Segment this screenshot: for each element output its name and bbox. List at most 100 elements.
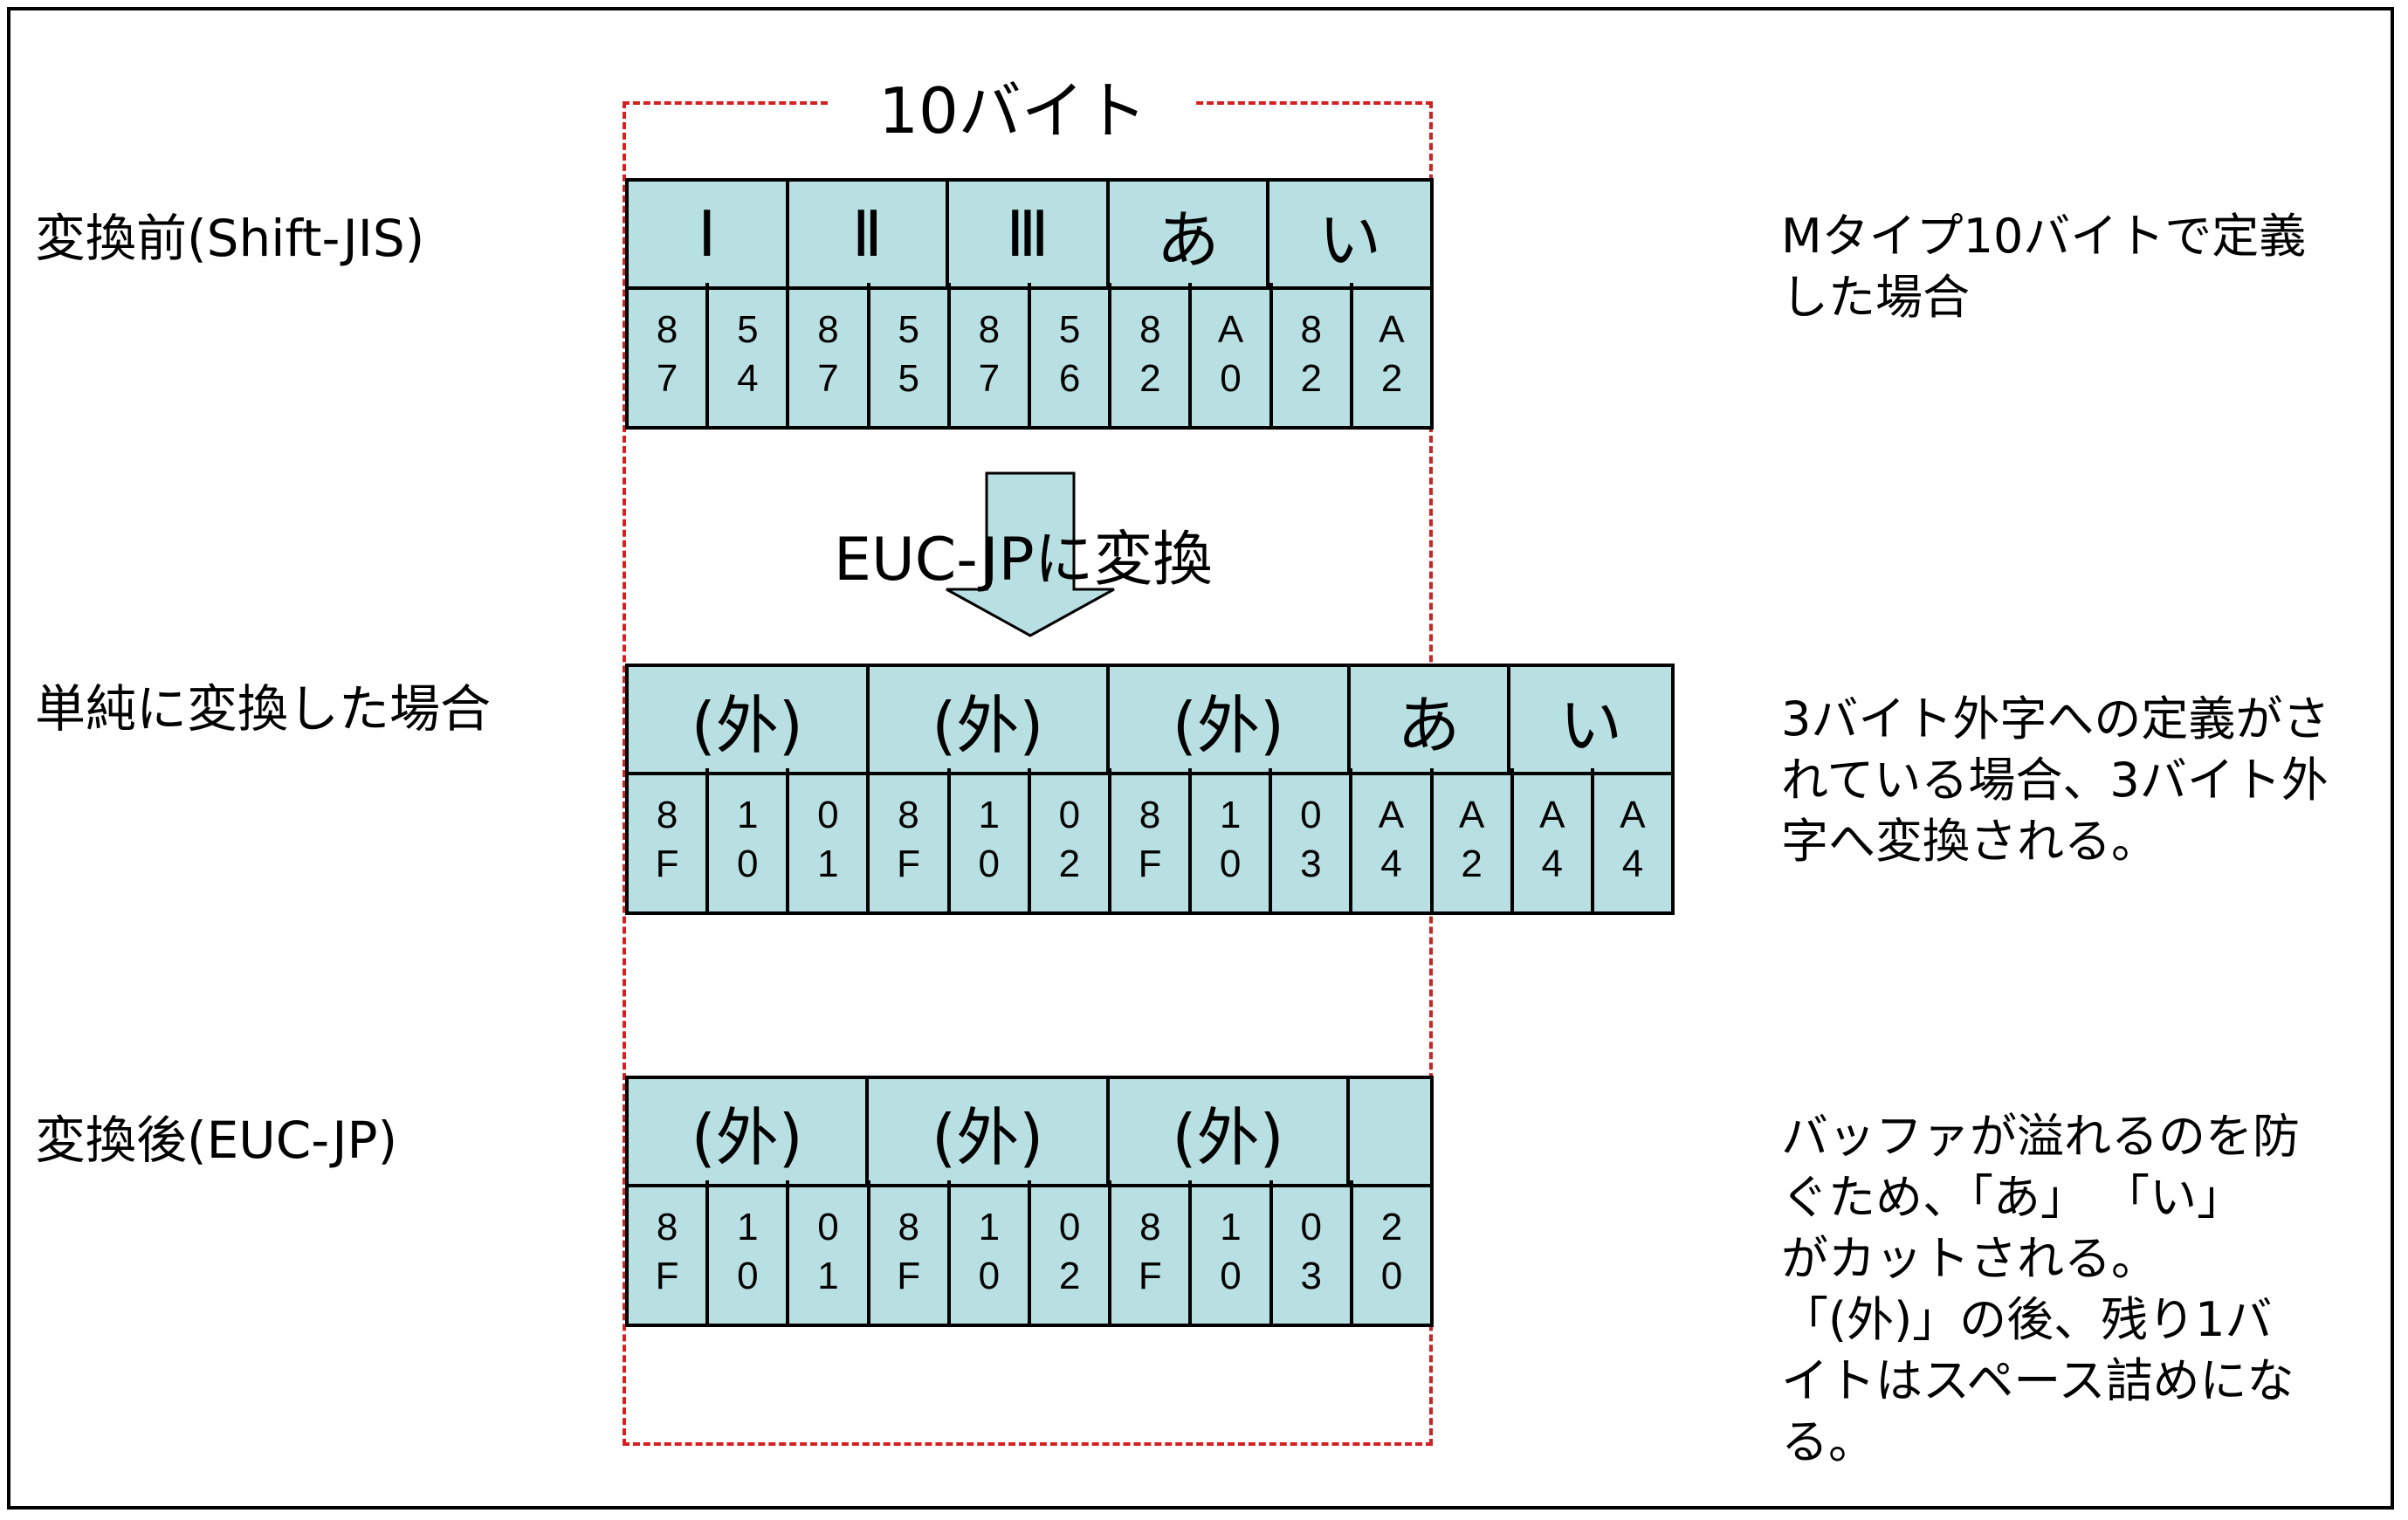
ten-byte-label: 10バイト (829, 72, 1196, 150)
hex-digit: 7 (656, 357, 678, 400)
char-cell: (外) (869, 1079, 1110, 1184)
hex-digit: 8 (656, 794, 678, 836)
char-cell: (外) (870, 667, 1111, 772)
hex-digit: F (1138, 1255, 1162, 1297)
hex-digit: 1 (817, 1255, 839, 1297)
hex-digit: 0 (1220, 357, 1242, 400)
char-cell: (外) (1110, 1079, 1351, 1184)
row-label-simple: 単純に変換した場合 (35, 679, 492, 739)
down-arrow-icon (946, 471, 1115, 637)
hex-digit: 5 (898, 357, 919, 400)
note-line: る。 (1781, 1414, 1875, 1469)
hex-digit: 6 (1058, 357, 1081, 400)
char-cell: (外) (629, 667, 870, 772)
char-cell: (外) (1110, 667, 1351, 772)
hex-digit: 8 (656, 308, 678, 351)
hex-digit: 1 (737, 1206, 759, 1248)
hex-digit: 8 (978, 308, 1001, 351)
hex-digit: 4 (1541, 843, 1564, 885)
hex-digit: 7 (978, 357, 1001, 400)
hex-digit: A (1620, 794, 1646, 836)
note-line: がカットされる。 (1781, 1231, 2158, 1286)
hex-digit: A (1379, 308, 1405, 351)
hex-digit: F (897, 1255, 921, 1297)
hex-digit: 1 (978, 1206, 1001, 1248)
char-cell (1350, 1079, 1430, 1184)
char-cell: あ (1110, 182, 1270, 286)
hex-digit: 7 (817, 357, 839, 400)
hex-digit: 0 (1220, 1255, 1242, 1297)
note-line: 3バイト外字への定義がさ (1781, 691, 2330, 746)
row-label-after: 変換後(EUC-JP) (35, 1111, 398, 1170)
hex-digit: 2 (1300, 357, 1322, 400)
hex-digit: 8 (1139, 1206, 1161, 1248)
hex-digit: A (1539, 794, 1565, 836)
hex-digit: F (897, 843, 920, 885)
note-line: した場合 (1781, 270, 1970, 325)
hex-digit: 0 (1219, 843, 1242, 885)
hex-digit: 8 (898, 1206, 919, 1248)
hex-digit: 3 (1300, 1255, 1322, 1297)
hex-digit: 0 (736, 843, 759, 885)
char-row: (外)(外)(外) (629, 1079, 1430, 1187)
note-simple: 3バイト外字への定義がさ れている場合、3バイト外 字へ変換される。 (1781, 689, 2329, 872)
hex-digit: 2 (1139, 357, 1161, 400)
hex-digit: 0 (1058, 794, 1081, 836)
hex-digit: 8 (1139, 308, 1161, 351)
hex-digit: 0 (1300, 1206, 1322, 1248)
hex-digit: 0 (1300, 794, 1322, 836)
hex-digit: 4 (737, 357, 759, 400)
hex-digit: 8 (656, 1206, 678, 1248)
note-line: 「(外)」の後、残り1バ (1781, 1292, 2273, 1347)
hex-digit: 8 (1139, 794, 1161, 836)
hex-digit: 0 (978, 1255, 1001, 1297)
hex-digit: A (1378, 794, 1405, 836)
char-cell: あ (1351, 667, 1511, 772)
hex-digit: 0 (737, 1255, 759, 1297)
hex-digit: 5 (1058, 308, 1081, 351)
hex-digit: 0 (978, 843, 1000, 885)
hex-digit: 0 (817, 1206, 839, 1248)
row-label-before: 変換前(Shift-JIS) (35, 209, 425, 268)
hex-digit: 4 (1621, 843, 1644, 885)
hex-digit: 2 (1058, 843, 1081, 885)
note-line: 字へ変換される。 (1781, 814, 2158, 869)
hex-digit: 8 (1300, 308, 1322, 351)
note-line: れている場合、3バイト外 (1781, 753, 2329, 808)
hex-digit: 1 (736, 794, 759, 836)
hex-digit: 4 (1380, 843, 1402, 885)
arrow-label: EUC-JPに変換 (834, 526, 1213, 595)
hex-digit: A (1217, 308, 1244, 351)
hex-digit: 5 (898, 308, 919, 351)
hex-digit: 0 (817, 794, 839, 836)
note-line: イトはスペース詰めにな (1781, 1353, 2294, 1408)
hex-digit: 2 (1058, 1255, 1081, 1297)
hex-digit: 5 (737, 308, 759, 351)
